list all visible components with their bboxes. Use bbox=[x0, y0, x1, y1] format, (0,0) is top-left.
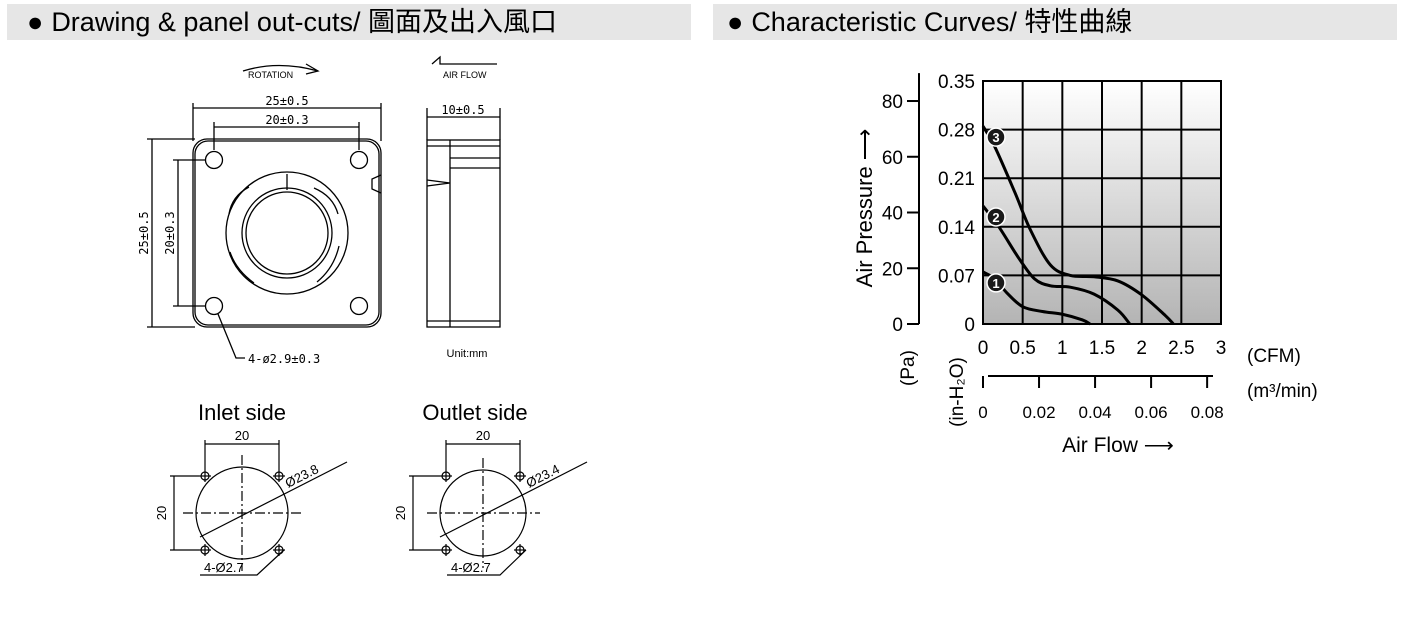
characteristic-curve-chart: 1 2 3 0 0.5 1 1.5 2 2.5 3 0 0.07 0.14 0.21 0.28 0.35 0 2… bbox=[852, 72, 1318, 457]
outer-height-dimension: 25±0.5 bbox=[137, 211, 151, 254]
curves-section-header: ●Characteristic Curves/ 特性曲線 bbox=[713, 4, 1397, 40]
bullet: ● bbox=[27, 7, 44, 37]
y-tick-label-inh2o: 0.21 bbox=[938, 169, 975, 190]
outlet-hole-callout: 4-Ø2.7 bbox=[451, 560, 491, 575]
x-tick-label: 1.5 bbox=[1089, 338, 1115, 359]
fan-side-view bbox=[426, 55, 501, 328]
thickness-dimension: 10±0.5 bbox=[441, 103, 484, 117]
x-tick-label-m3: 0.08 bbox=[1191, 403, 1224, 422]
x-tick-label: 3 bbox=[1216, 338, 1227, 359]
y-tick-label-inh2o: 0.35 bbox=[938, 72, 975, 93]
x-tick-label: 0 bbox=[978, 338, 989, 359]
y-unit-inh2o: (in-H₂O) bbox=[947, 357, 968, 427]
y-tick-label-pa: 80 bbox=[882, 92, 903, 113]
series-2-label: 2 bbox=[992, 210, 999, 225]
bullet: ● bbox=[727, 7, 744, 37]
y-axis-label: Air Pressure ⟶ bbox=[852, 129, 877, 288]
x-tick-label-m3: 0.06 bbox=[1135, 403, 1168, 422]
inlet-diameter-label: Ø23.8 bbox=[283, 461, 321, 490]
air-flow-label: AIR FLOW bbox=[443, 70, 487, 80]
inlet-side-title: Inlet side bbox=[198, 400, 286, 425]
x-tick-label-m3: 0 bbox=[978, 403, 987, 422]
y-tick-label-pa: 0 bbox=[892, 315, 903, 336]
hole-spacing-dimension: 20±0.3 bbox=[265, 113, 308, 127]
drawing-section-header: ●Drawing & panel out-cuts/ 圖面及出入風口 bbox=[7, 4, 691, 40]
unit-label: Unit:mm bbox=[447, 348, 488, 360]
inlet-horizontal-spacing: 20 bbox=[235, 428, 249, 443]
y-tick-label-inh2o: 0.14 bbox=[938, 218, 975, 239]
series-3-marker bbox=[986, 127, 1006, 147]
hole-spacing-vertical-dimension: 20±0.3 bbox=[163, 211, 177, 254]
inlet-vertical-spacing: 20 bbox=[154, 506, 169, 520]
mounting-hole-callout: 4-ø2.9±0.3 bbox=[248, 352, 320, 366]
inlet-cutout-drawing bbox=[170, 440, 348, 576]
series-1-marker bbox=[986, 273, 1006, 293]
x-tick-label: 2 bbox=[1136, 338, 1147, 359]
curves-section-title: Characteristic Curves/ 特性曲線 bbox=[751, 7, 1133, 37]
x-tick-label: 0.5 bbox=[1009, 338, 1035, 359]
x-tick-label-m3: 0.04 bbox=[1079, 403, 1112, 422]
rotation-label: ROTATION bbox=[248, 70, 293, 80]
y-tick-label-inh2o: 0 bbox=[964, 315, 975, 336]
series-3-line bbox=[981, 125, 1175, 326]
x-tick-label: 2.5 bbox=[1168, 338, 1194, 359]
series-1-label: 1 bbox=[992, 276, 999, 291]
series-group: 1 2 3 bbox=[981, 125, 1175, 326]
series-2-marker bbox=[986, 207, 1006, 227]
x-tick-label: 1 bbox=[1057, 338, 1068, 359]
inlet-hole-callout: 4-Ø2.7 bbox=[204, 560, 244, 575]
x-unit-cfm: (CFM) bbox=[1247, 346, 1301, 367]
outlet-cutout-drawing bbox=[409, 440, 588, 576]
y-tick-label-pa: 60 bbox=[882, 148, 903, 169]
series-3-label: 3 bbox=[992, 130, 999, 145]
grid-lines bbox=[983, 81, 1221, 324]
drawing-section-title: Drawing & panel out-cuts/ 圖面及出入風口 bbox=[51, 7, 557, 37]
series-2-line bbox=[981, 205, 1131, 325]
y-unit-pa: (Pa) bbox=[898, 350, 919, 386]
x-unit-m3: (m³/min) bbox=[1247, 381, 1318, 402]
y-tick-label-pa: 20 bbox=[882, 259, 903, 280]
outlet-horizontal-spacing: 20 bbox=[476, 428, 490, 443]
outer-width-dimension: 25±0.5 bbox=[265, 94, 308, 108]
y-tick-label-inh2o: 0.28 bbox=[938, 121, 975, 142]
x-axis-label: Air Flow ⟶ bbox=[1062, 434, 1174, 457]
outlet-side-title: Outlet side bbox=[422, 400, 527, 425]
y-tick-label-pa: 40 bbox=[882, 204, 903, 225]
outlet-diameter-label: Ø23.4 bbox=[524, 461, 562, 490]
y-tick-label-inh2o: 0.07 bbox=[938, 266, 975, 287]
outlet-vertical-spacing: 20 bbox=[393, 506, 408, 520]
x-tick-label-m3: 0.02 bbox=[1022, 403, 1055, 422]
fan-front-view bbox=[147, 63, 382, 359]
